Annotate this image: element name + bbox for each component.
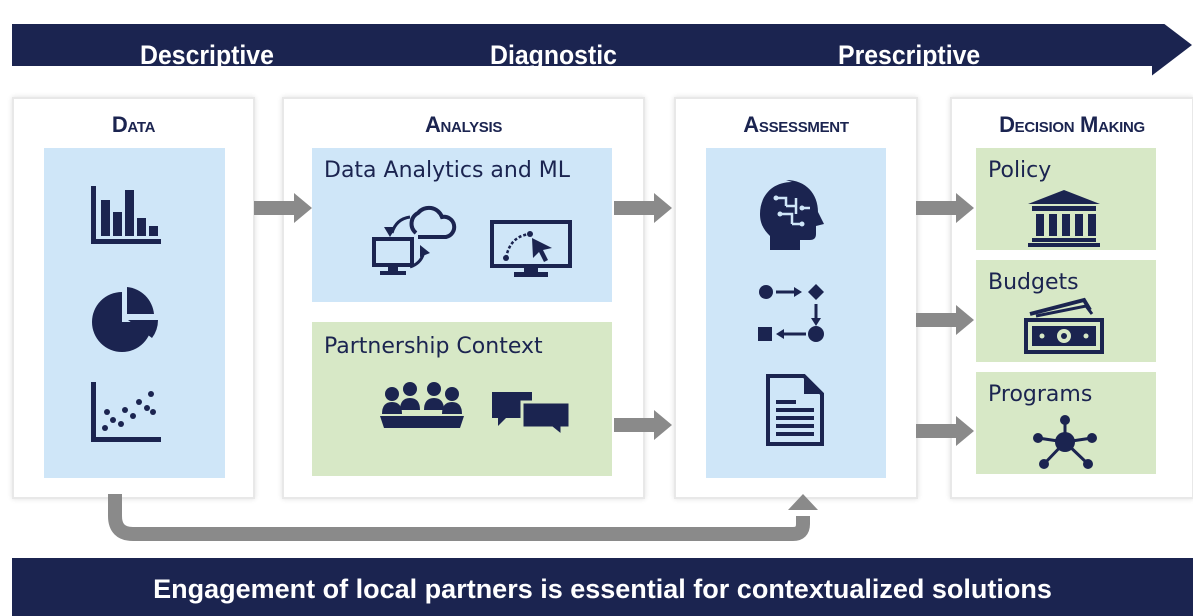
scatter-plot-icon — [91, 382, 161, 442]
arrow-assessment-to-budgets — [916, 305, 974, 335]
analysis-title: Analysis — [424, 112, 503, 137]
arrow-data-to-assessment-bypass — [108, 494, 818, 541]
bar-chart-icon — [91, 186, 161, 244]
network-hub-icon — [1033, 415, 1097, 469]
partnership-box — [312, 322, 612, 476]
brain-head-icon — [760, 180, 824, 250]
money-stack-icon — [1024, 297, 1104, 354]
arrow-analytics-to-assessment — [614, 193, 672, 223]
chat-bubbles-icon — [492, 392, 572, 440]
government-building-icon — [1028, 190, 1100, 247]
stage-prescriptive: Prescriptive — [838, 40, 981, 70]
arrow-assessment-to-programs — [916, 416, 974, 446]
pie-chart-icon — [92, 287, 158, 352]
arrow-partnership-to-assessment — [614, 410, 672, 440]
data-title: Data — [111, 112, 156, 137]
partnership-label: Partnership Context — [324, 334, 543, 359]
arrow-data-to-analytics — [254, 193, 312, 223]
monitor-cursor-icon — [490, 220, 572, 277]
footer-banner: Engagement of local partners is essentia… — [12, 558, 1193, 616]
analytics-box — [312, 148, 612, 302]
stage-descriptive: Descriptive — [140, 40, 274, 70]
stage-diagnostic: Diagnostic — [490, 40, 617, 70]
programs-label: Programs — [988, 382, 1093, 407]
group-meeting-icon — [380, 382, 464, 428]
budgets-label: Budgets — [988, 270, 1079, 295]
decision-title: Decision Making — [999, 112, 1145, 137]
arrow-assessment-to-policy — [916, 193, 974, 223]
process-flow-icon — [758, 284, 824, 342]
top-banner-arrow — [12, 24, 1192, 76]
footer-text: Engagement of local partners is essentia… — [153, 574, 1052, 604]
analytics-label: Data Analytics and ML — [324, 158, 571, 183]
cloud-sync-icon — [372, 205, 457, 275]
policy-label: Policy — [988, 158, 1052, 183]
assessment-title: Assessment — [743, 112, 849, 137]
document-icon — [766, 374, 824, 446]
